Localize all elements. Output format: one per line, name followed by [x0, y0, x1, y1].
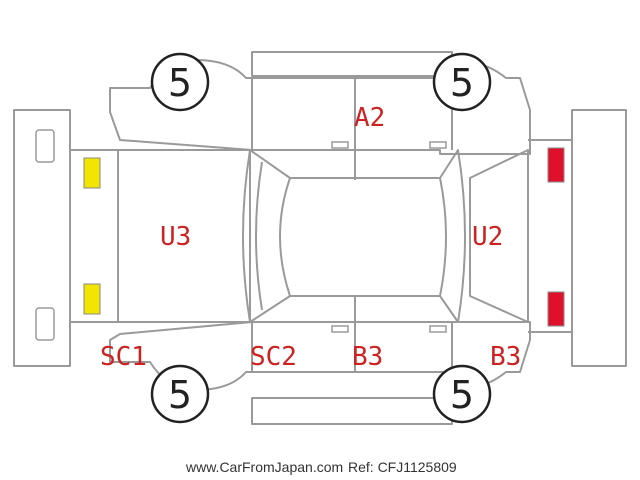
footer-site: www.CarFromJapan.com: [185, 459, 343, 475]
rear-marker-top: [547, 147, 565, 183]
wheel-rating-rear-right: 5: [450, 373, 474, 417]
front-bumper: [13, 109, 71, 367]
wheel-rating-front-left: 5: [168, 61, 192, 105]
front-marker-top: [83, 157, 101, 189]
wheel-rear-right: 5: [432, 364, 492, 424]
wheel-front-left: 5: [150, 52, 210, 112]
damage-code-front-corner-left: SC1: [100, 342, 147, 372]
damage-code-rear-panel: U2: [472, 222, 503, 252]
wheel-rear-left: 5: [150, 364, 210, 424]
wheel-rating-rear-left: 5: [168, 373, 192, 417]
damage-code-front-door-left: SC2: [250, 342, 297, 372]
damage-code-front-panel: U3: [160, 222, 191, 252]
damage-code-roof: A2: [354, 103, 385, 133]
wheel-front-right: 5: [432, 52, 492, 112]
footer-ref: Ref: CFJ1125809: [348, 459, 457, 475]
rear-bumper: [571, 109, 627, 367]
wheel-rating-front-right: 5: [450, 61, 474, 105]
damage-code-rear-door-left: B3: [352, 342, 383, 372]
rear-marker-bottom: [547, 291, 565, 327]
front-panel: [70, 149, 251, 323]
front-marker-bottom: [83, 283, 101, 315]
damage-code-rear-corner-left: B3: [490, 342, 521, 372]
